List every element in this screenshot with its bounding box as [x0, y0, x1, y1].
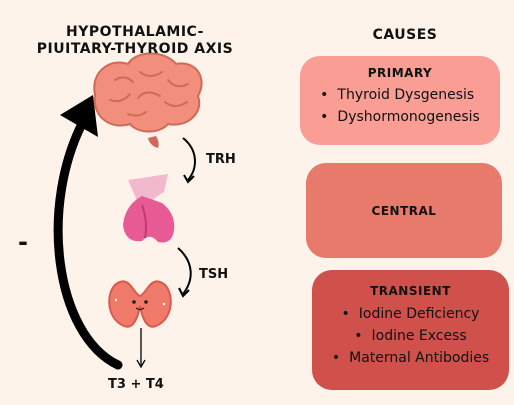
- axis-title-line1: HYPOTHALAMIC-: [66, 24, 204, 40]
- list-item: Dyshormonogenesis: [320, 106, 479, 128]
- list-item: Iodine Deficiency: [332, 303, 489, 325]
- negative-feedback-arrow: [53, 113, 123, 370]
- negative-feedback-sign: -: [18, 228, 28, 256]
- causes-title: CAUSES: [372, 27, 438, 43]
- list-item: Iodine Excess: [332, 325, 489, 347]
- tsh-label: TSH: [199, 267, 229, 282]
- t3-t4-label: T3 + T4: [108, 377, 164, 392]
- thyroid-gland-icon: [108, 280, 172, 328]
- list-item: Maternal Antibodies: [332, 347, 489, 369]
- brain-icon: [93, 52, 203, 148]
- axis-title: HYPOTHALAMIC- PIUITARY-THYROID AXIS: [10, 24, 260, 58]
- transient-box: TRANSIENT Iodine Deficiency Iodine Exces…: [312, 270, 509, 390]
- central-box: CENTRAL: [306, 163, 502, 258]
- axis-title-line2: PIUITARY-THYROID AXIS: [36, 41, 234, 57]
- negative-feedback-arrowhead: [60, 95, 98, 137]
- central-title: CENTRAL: [371, 203, 437, 218]
- list-item: Thyroid Dysgenesis: [320, 84, 480, 106]
- pituitary-gland-icon: [123, 174, 175, 243]
- trh-label: TRH: [206, 152, 236, 167]
- transient-list: Iodine Deficiency Iodine Excess Maternal…: [332, 303, 489, 369]
- transient-title: TRANSIENT: [370, 284, 451, 298]
- primary-list: Thyroid Dysgenesis Dyshormonogenesis: [320, 84, 480, 128]
- primary-title: PRIMARY: [367, 66, 433, 80]
- primary-box: PRIMARY Thyroid Dysgenesis Dyshormonogen…: [300, 56, 500, 145]
